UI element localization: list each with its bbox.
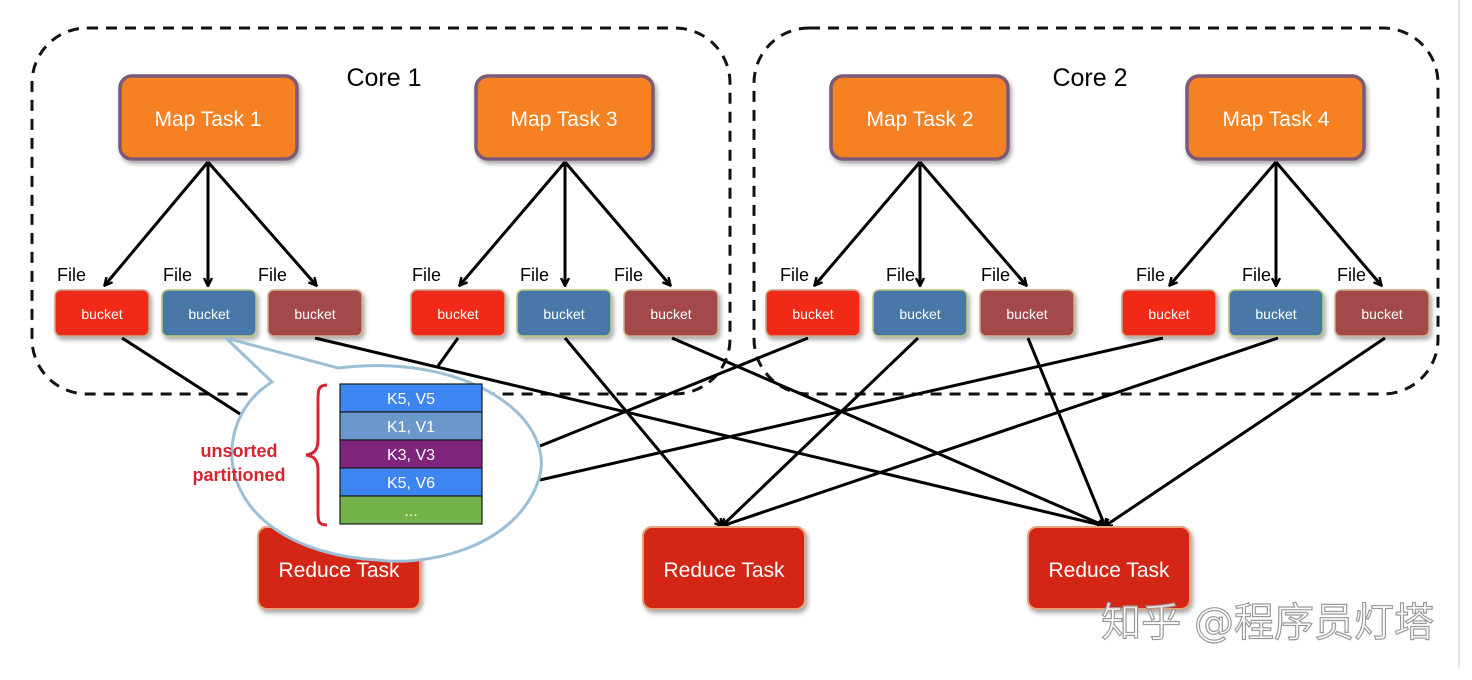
shuffle-edge — [314, 336, 1105, 526]
shuffle-edge — [539, 336, 809, 448]
bucket-label: bucket — [1006, 306, 1047, 322]
bucket-label: bucket — [81, 306, 122, 322]
file-label: File — [1136, 265, 1165, 285]
file-label: File — [412, 265, 441, 285]
reduce-task-2: Reduce Task — [642, 526, 806, 610]
shuffle-edge — [436, 337, 460, 367]
bucket — [1228, 289, 1324, 337]
map-task-3-label: Map Task 3 — [511, 108, 618, 131]
bucket-callout: unsorted partitioned K5, V5 K1, V1 K3, V… — [193, 336, 543, 563]
core-1-label: Core 1 — [346, 64, 421, 92]
map-task-4-label: Map Task 4 — [1223, 108, 1330, 131]
annotation-unsorted: unsorted — [200, 441, 277, 461]
file-label: File — [1337, 265, 1366, 285]
record-row — [339, 383, 483, 413]
map-task-3: Map Task 3 — [474, 74, 655, 161]
map-task-4: Map Task 4 — [1185, 74, 1366, 161]
curly-brace — [305, 383, 328, 527]
file-label: File — [780, 265, 809, 285]
bucket-label: bucket — [543, 306, 584, 322]
file-label: File — [163, 265, 192, 285]
buckets: bucket bucket bucket bucket bucket bucke… — [54, 289, 1430, 337]
file-label: File — [520, 265, 549, 285]
bucket — [161, 289, 257, 337]
bucket-label: bucket — [1148, 306, 1189, 322]
core-2-container — [752, 26, 1440, 396]
map-edge — [563, 161, 670, 285]
file-label: File — [1242, 265, 1271, 285]
bucket — [1334, 289, 1430, 337]
bucket-label: bucket — [899, 306, 940, 322]
record-text: K5, V5 — [387, 391, 435, 408]
map-edge — [105, 161, 210, 285]
shuffle-edge — [722, 336, 1279, 526]
record-row — [339, 495, 483, 525]
map-edge — [815, 161, 922, 285]
bucket-label: bucket — [650, 306, 691, 322]
map-edge — [460, 161, 567, 285]
bucket — [267, 289, 363, 337]
core-2-label: Core 2 — [1052, 64, 1127, 92]
file-label: File — [57, 265, 86, 285]
record-text: K5, V6 — [387, 475, 435, 492]
shuffle-edge — [671, 336, 1105, 526]
bucket-label: bucket — [188, 306, 229, 322]
bucket — [54, 289, 150, 337]
reduce-task-3-label: Reduce Task — [1048, 559, 1170, 582]
shuffle-edges — [121, 336, 1386, 526]
bucket — [516, 289, 612, 337]
bucket-label: bucket — [1361, 306, 1402, 322]
bucket — [1121, 289, 1217, 337]
map-edges — [105, 161, 1381, 285]
bucket — [623, 289, 719, 337]
record-row — [339, 439, 483, 469]
map-edge — [206, 161, 316, 285]
bucket — [765, 289, 861, 337]
shuffle-edge — [1105, 336, 1386, 526]
shuffle-edge — [563, 337, 722, 526]
map-edge — [1274, 161, 1381, 285]
record-row — [339, 467, 483, 497]
page-edge-rule — [1458, 0, 1460, 668]
file-label: File — [614, 265, 643, 285]
record-text: K1, V1 — [387, 419, 435, 436]
bucket-label: bucket — [294, 306, 335, 322]
file-label: File — [981, 265, 1010, 285]
record-text: K3, V3 — [387, 447, 435, 464]
bucket — [872, 289, 968, 337]
annotation-partitioned: partitioned — [193, 465, 286, 485]
map-task-2: Map Task 2 — [829, 74, 1010, 161]
bucket — [410, 289, 506, 337]
reduce-task-1-label: Reduce Task — [278, 559, 400, 582]
watermark: 知乎 @程序员灯塔 — [1101, 600, 1434, 646]
file-label: File — [886, 265, 915, 285]
reduce-task-3: Reduce Task — [1027, 526, 1191, 610]
bucket-label: bucket — [1255, 306, 1296, 322]
shuffle-edge — [539, 336, 1164, 482]
record-stack: K5, V5 K1, V1 K3, V3 K5, V6 ... — [339, 383, 483, 525]
map-task-2-label: Map Task 2 — [867, 108, 974, 131]
shuffle-edge — [722, 336, 920, 526]
map-edge — [918, 161, 1026, 285]
record-row — [339, 411, 483, 441]
map-task-1: Map Task 1 — [118, 74, 299, 161]
record-text: ... — [404, 503, 417, 520]
core-1-container — [30, 26, 732, 396]
shuffle-edge — [1026, 337, 1105, 526]
map-edge — [1170, 161, 1278, 285]
map-task-1-label: Map Task 1 — [155, 108, 262, 131]
bucket-label: bucket — [437, 306, 478, 322]
bucket — [979, 289, 1075, 337]
reduce-task-2-label: Reduce Task — [663, 559, 785, 582]
file-label: File — [258, 265, 287, 285]
bucket-label: bucket — [792, 306, 833, 322]
